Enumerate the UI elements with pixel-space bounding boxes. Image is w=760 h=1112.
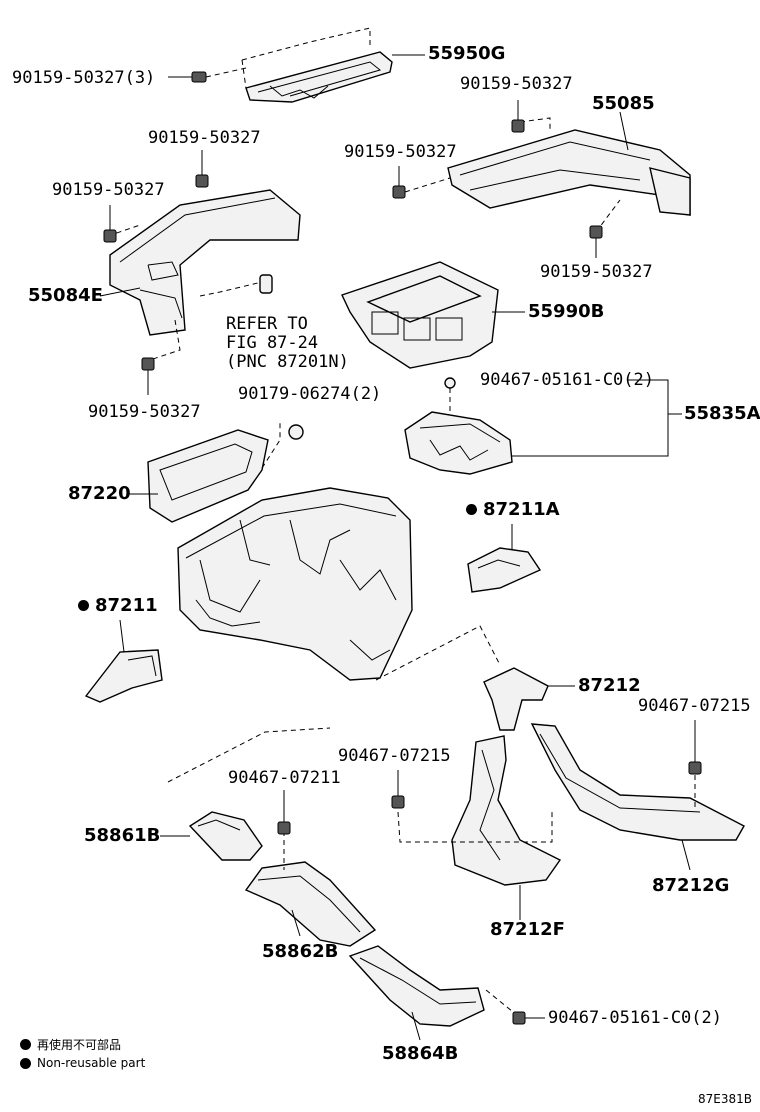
label-bolt-c: 90159-50327 bbox=[344, 142, 457, 162]
legend-dot-icon bbox=[20, 1039, 31, 1050]
fastener-bolt-c bbox=[392, 166, 406, 199]
label-87212f: 87212F bbox=[490, 919, 565, 940]
label-58862b: 58862B bbox=[262, 941, 339, 962]
label-clip-d: 90467-07211 bbox=[228, 768, 341, 788]
label-bolt-g: 90159-50327 bbox=[88, 402, 201, 422]
label-87211: 87211 bbox=[78, 596, 158, 616]
fastener-clip-d bbox=[277, 790, 291, 835]
fastener-bolt-g bbox=[141, 357, 155, 395]
label-58864b: 58864B bbox=[382, 1043, 459, 1064]
label-bolt-f: 90159-50327 bbox=[540, 262, 653, 282]
label-87220: 87220 bbox=[68, 483, 131, 504]
part-58862b-drawing bbox=[244, 795, 377, 947]
legend-en: Non-reusable part bbox=[20, 1056, 145, 1070]
label-clip-e: 90467-05161-C0(2) bbox=[548, 1008, 722, 1028]
non-reusable-dot bbox=[78, 600, 89, 611]
label-55950g: 55950G bbox=[428, 43, 506, 64]
label-bolt-e: 90159-50327 bbox=[52, 180, 165, 200]
part-55084e-drawing bbox=[99, 189, 301, 361]
part-55950g-drawing bbox=[241, 27, 425, 103]
legend-jp-text: 再使用不可部品 bbox=[37, 1038, 122, 1052]
part-87211-drawing bbox=[84, 619, 163, 703]
part-58864b-drawing bbox=[348, 945, 519, 1041]
part-87212g-drawing bbox=[530, 723, 745, 871]
label-clip-c: 90467-07215 bbox=[338, 746, 451, 766]
label-refer-1: REFER TO bbox=[226, 314, 308, 334]
fastener-clip-c bbox=[391, 770, 405, 809]
fastener-clip-e bbox=[512, 1011, 545, 1025]
part-87220-drawing bbox=[128, 422, 304, 523]
label-87211a-text: 87211A bbox=[483, 499, 560, 520]
non-reusable-dot bbox=[466, 504, 477, 515]
part-87212-drawing bbox=[483, 667, 575, 731]
label-bolt-b: 90159-50327 bbox=[460, 74, 573, 94]
label-clip-b: 90467-07215 bbox=[638, 696, 751, 716]
fastener-bolt-a bbox=[168, 67, 247, 83]
fastener-clip-b bbox=[688, 720, 702, 775]
fastener-bolt-e bbox=[103, 205, 117, 243]
label-nut-a: 90179-06274(2) bbox=[238, 384, 382, 404]
part-55085-drawing bbox=[404, 111, 691, 233]
fastener-bolt-b bbox=[511, 100, 525, 133]
legend-jp: 再使用不可部品 bbox=[20, 1036, 121, 1053]
part-55990b-drawing bbox=[341, 261, 525, 369]
label-55835a: 55835A bbox=[684, 403, 760, 424]
label-refer-2: FIG 87-24 bbox=[226, 333, 319, 353]
refer-plug-drawing bbox=[259, 274, 273, 294]
figure-code: 87E381B bbox=[698, 1092, 752, 1106]
label-87211a: 87211A bbox=[466, 500, 560, 520]
label-87211-text: 87211 bbox=[95, 595, 158, 616]
part-58861b-drawing bbox=[160, 727, 331, 861]
part-55835a-drawing bbox=[404, 377, 682, 475]
label-87212: 87212 bbox=[578, 675, 641, 696]
label-clip-a: 90467-05161-C0(2) bbox=[480, 370, 654, 390]
part-87212f-drawing bbox=[397, 735, 562, 920]
label-bolt-a: 90159-50327(3) bbox=[12, 68, 156, 88]
label-87212g: 87212G bbox=[652, 875, 730, 896]
label-55990b: 55990B bbox=[528, 301, 605, 322]
fastener-bolt-d bbox=[195, 150, 209, 188]
part-87211a-drawing bbox=[467, 524, 542, 593]
legend-en-text: Non-reusable part bbox=[37, 1056, 146, 1070]
label-55085: 55085 bbox=[592, 93, 655, 114]
label-55084e: 55084E bbox=[28, 285, 103, 306]
legend-dot-icon bbox=[20, 1057, 31, 1069]
label-refer-3: (PNC 87201N) bbox=[226, 352, 349, 372]
label-bolt-d: 90159-50327 bbox=[148, 128, 261, 148]
heater-unit-drawing bbox=[177, 487, 501, 681]
label-58861b: 58861B bbox=[84, 825, 161, 846]
fastener-bolt-f bbox=[589, 225, 603, 258]
